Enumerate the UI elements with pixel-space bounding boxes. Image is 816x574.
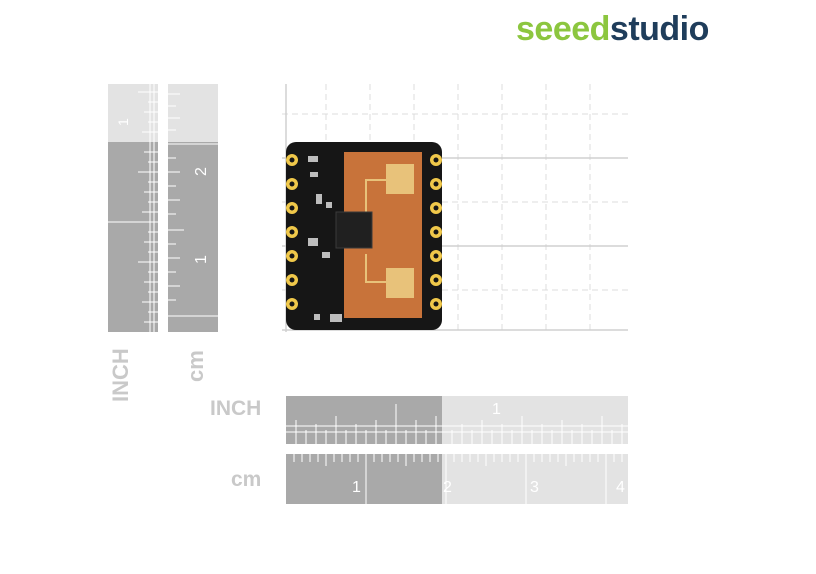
seeed-studio-logo: seeedstudio (516, 10, 709, 49)
vruler-cm-label: cm (183, 350, 208, 382)
antenna-pad-bottom (386, 268, 414, 298)
vruler-inch-label: INCH (108, 348, 133, 402)
horizontal-ruler: 1 1 2 3 4 (286, 396, 628, 504)
logo-part-studio: studio (609, 10, 709, 48)
antenna-pad-top (386, 164, 414, 194)
hruler-cm-label: cm (231, 468, 262, 491)
logo-part-seeed: seeed (516, 10, 610, 48)
vruler-inch-number-1: 1 (115, 118, 131, 126)
vruler-cm-number-1: 1 (193, 255, 210, 264)
hruler-inch-number-1: 1 (492, 401, 501, 418)
hruler-cm-number-4: 4 (616, 479, 625, 496)
hruler-cm-number-1: 1 (352, 479, 361, 496)
hruler-inch-label: INCH (210, 397, 262, 420)
hruler-cm-number-2: 2 (443, 479, 452, 496)
hruler-cm-number-3: 3 (530, 479, 539, 496)
vruler-cm-number-2: 2 (193, 167, 210, 176)
radar-chip (335, 211, 373, 249)
radar-module-pcb (286, 142, 442, 330)
vertical-ruler: 1 2 1 (108, 84, 218, 332)
